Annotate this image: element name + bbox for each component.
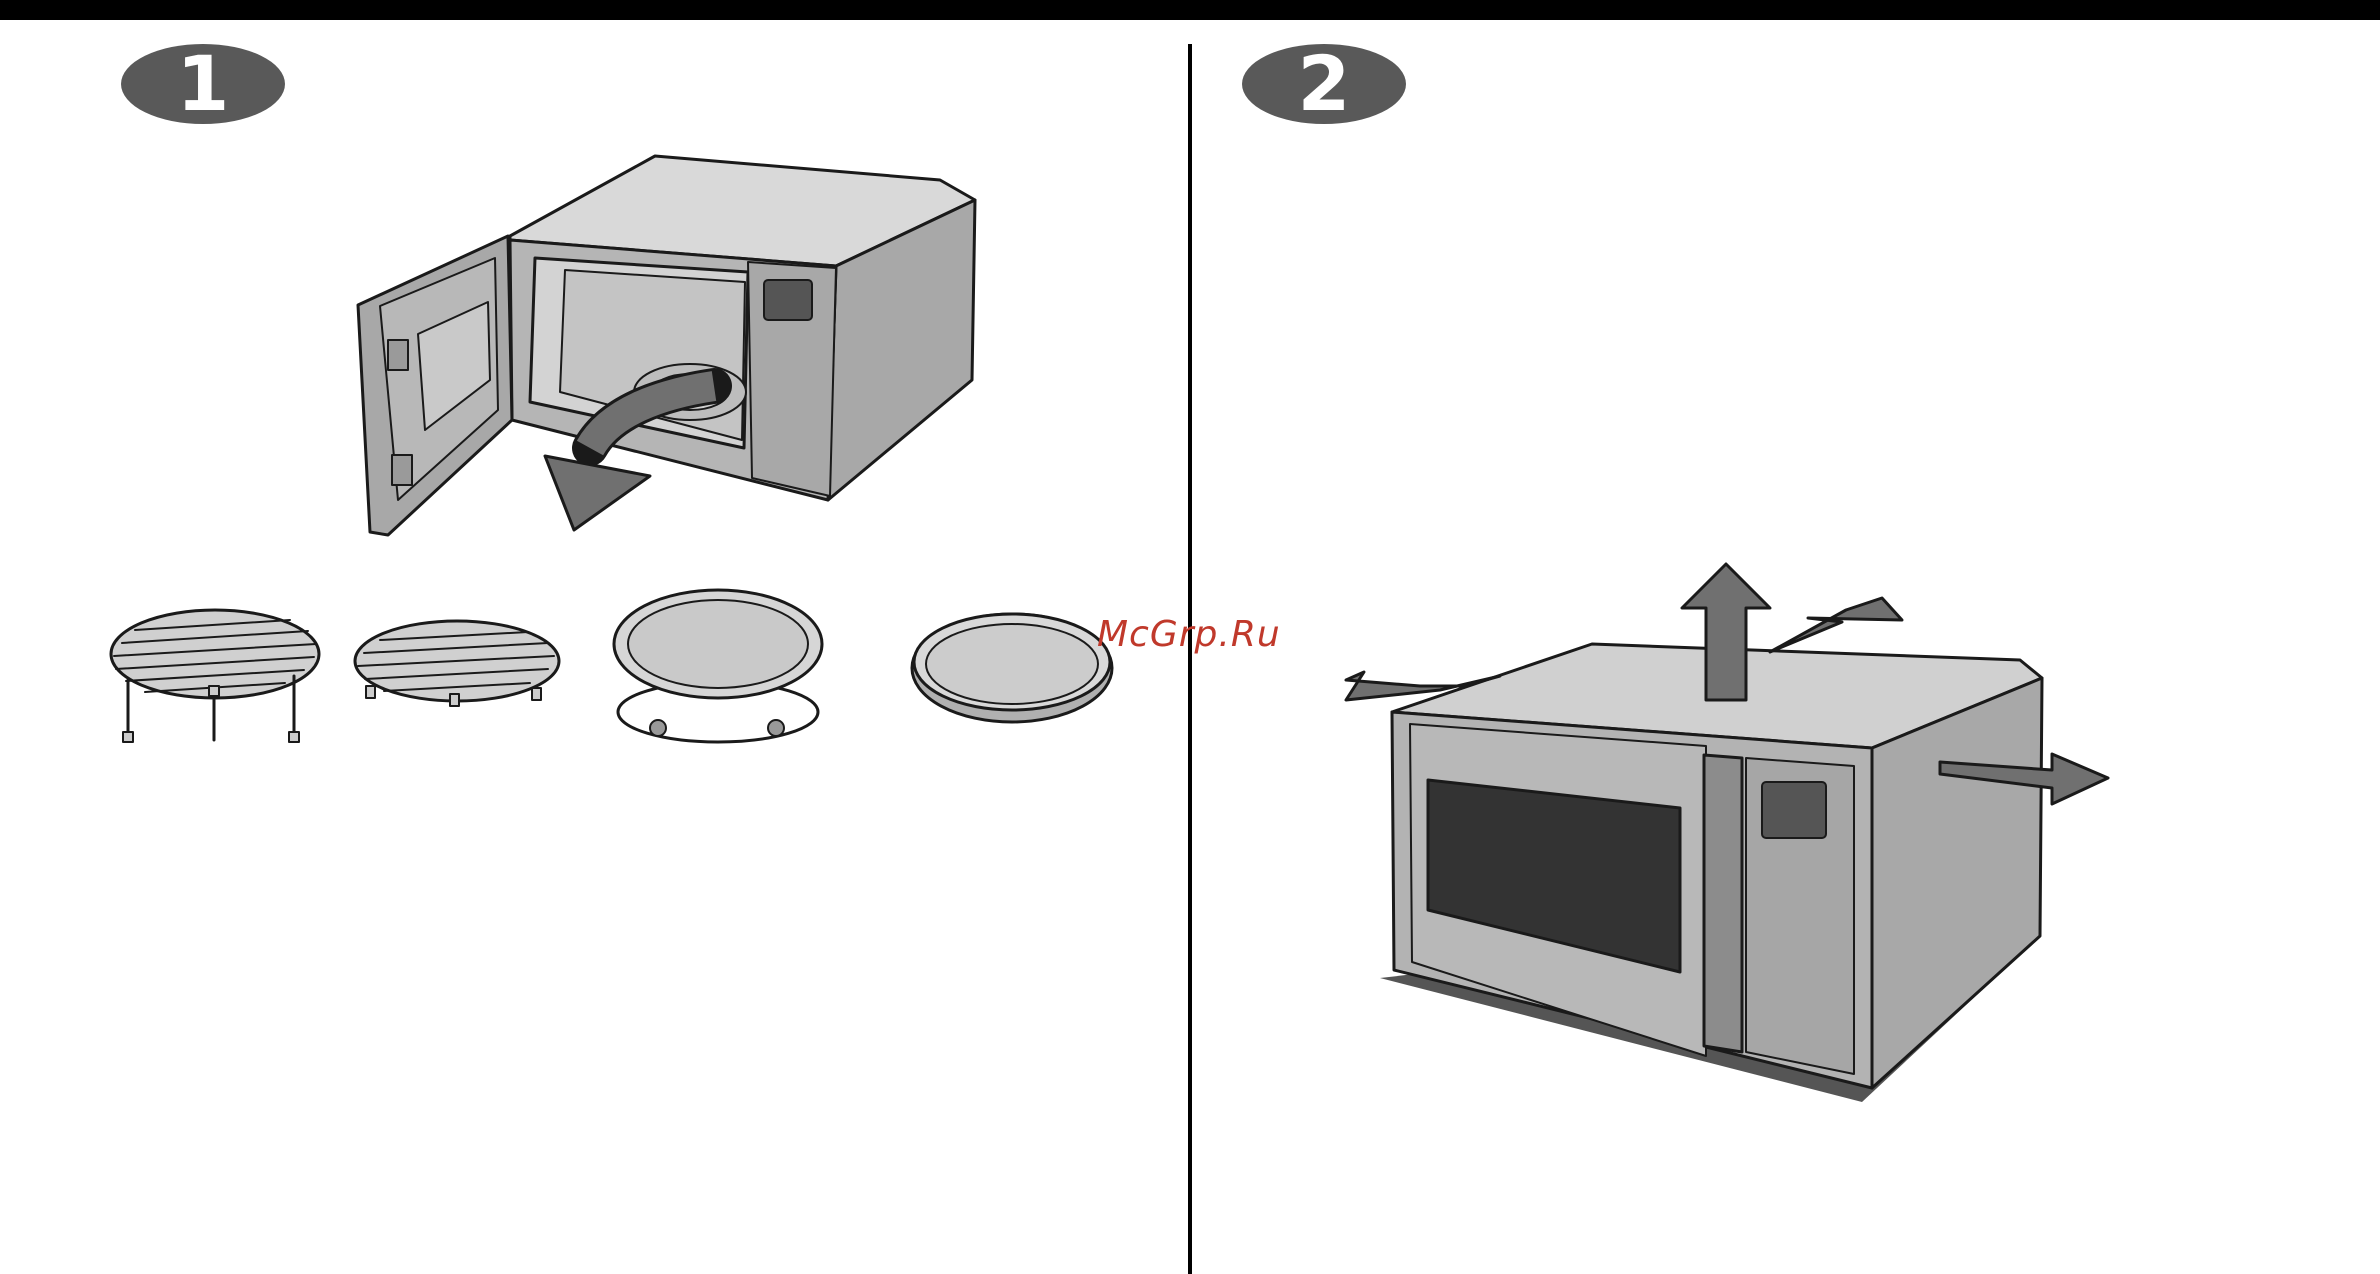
crisp-plate xyxy=(912,614,1112,722)
low-rack xyxy=(355,621,559,706)
watermark: McGrp.Ru xyxy=(1097,614,1281,655)
turntable-with-roller-ring xyxy=(614,590,822,742)
microwave-closed xyxy=(1380,644,2042,1102)
clearance-arrow-back xyxy=(1770,598,1902,652)
high-rack xyxy=(111,610,319,742)
microwave-open-door xyxy=(358,156,975,535)
